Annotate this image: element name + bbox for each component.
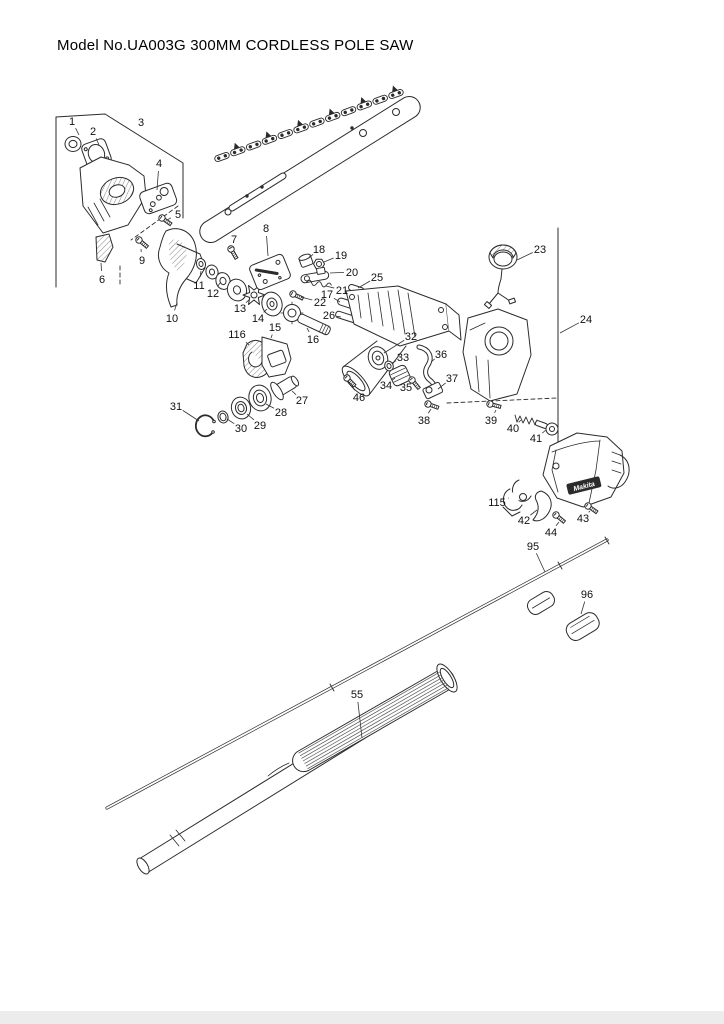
- screw-icon: [485, 399, 502, 411]
- guide-bar: [199, 95, 421, 244]
- saw-chain: [214, 85, 404, 162]
- part-callout-55: 55: [351, 689, 363, 701]
- part-callout-8: 8: [263, 223, 269, 235]
- part-24-bracket-housing: [462, 308, 532, 402]
- part-27-bushing: [270, 375, 300, 401]
- part-callout-46: 46: [353, 392, 365, 404]
- part-callout-3: 3: [138, 117, 144, 129]
- part-callout-7: 7: [231, 234, 237, 246]
- part-36-tube: [416, 344, 441, 392]
- part-callout-37: 37: [446, 373, 458, 385]
- part-3-sprocket-cover: [79, 156, 147, 234]
- part-callout-21: 21: [336, 285, 348, 297]
- part-callout-96: 96: [581, 589, 593, 601]
- part-callout-34: 34: [380, 380, 392, 392]
- part-18-cap: [298, 253, 314, 268]
- part-callout-26: 26: [323, 310, 335, 322]
- page-bottom-margin: [0, 1011, 724, 1024]
- part-31-snap-ring: [194, 414, 216, 438]
- page-title: Model No.UA003G 300MM CORDLESS POLE SAW: [57, 37, 414, 54]
- part-callout-20: 20: [346, 267, 358, 279]
- part-callout-23: 23: [534, 244, 546, 256]
- part-4-gasket: [139, 182, 178, 215]
- part-callout-31: 31: [170, 401, 182, 413]
- part-callout-115: 115: [488, 497, 506, 509]
- part-callout-40: 40: [507, 423, 519, 435]
- part-callout-28: 28: [275, 407, 287, 419]
- part-115-clamp: [502, 479, 532, 517]
- part-callout-13: 13: [234, 303, 246, 315]
- part-callout-116: 116: [228, 329, 246, 341]
- part-95-rod: [105, 536, 610, 810]
- part-12-washers: [205, 264, 248, 302]
- part-30-ring: [217, 410, 229, 424]
- part-32-flange: [367, 346, 389, 370]
- part-callout-29: 29: [254, 420, 266, 432]
- part-callout-38: 38: [418, 415, 430, 427]
- part-11-nut: [195, 258, 207, 270]
- part-40-spring: [514, 414, 538, 426]
- part-callout-12: 12: [207, 288, 219, 300]
- part-19-nut: [313, 258, 325, 270]
- screw-icon: [423, 399, 440, 412]
- screw-icon: [133, 234, 150, 251]
- part-42-lever: [532, 490, 552, 522]
- part-21-spring: [305, 279, 332, 288]
- part-34-drum: [388, 364, 411, 387]
- part-14-washer: [261, 291, 283, 317]
- part-28-bearing: [248, 384, 272, 412]
- part-callout-39: 39: [485, 415, 497, 427]
- part-callout-36: 36: [435, 349, 447, 361]
- part-callout-24: 24: [580, 314, 592, 326]
- dashed-guide-lines: [119, 205, 558, 404]
- part-callout-43: 43: [577, 513, 589, 525]
- part-41-link: [534, 420, 559, 436]
- part-1-cap: [64, 136, 82, 152]
- part-callout-19: 19: [335, 250, 347, 262]
- part-callout-4: 4: [156, 158, 162, 170]
- part-callout-18: 18: [313, 244, 325, 256]
- part-callout-10: 10: [166, 313, 178, 325]
- part-23-cap: [483, 244, 518, 309]
- part-callout-11: 11: [193, 280, 204, 292]
- part-29-bearing: [230, 396, 252, 420]
- part-callout-44: 44: [545, 527, 557, 539]
- part-20-lever: [300, 266, 330, 284]
- part-10-guard: [157, 228, 206, 308]
- part-callout-22: 22: [314, 297, 326, 309]
- part-37-fitting: [422, 381, 444, 400]
- part-callout-2: 2: [90, 126, 96, 138]
- part-callout-15: 15: [269, 322, 281, 334]
- part-callout-41: 41: [530, 433, 542, 445]
- part-callout-9: 9: [139, 255, 145, 267]
- gear-housing: [341, 285, 462, 397]
- part-6-lever: [95, 233, 114, 263]
- part-callout-30: 30: [235, 423, 247, 435]
- part-callout-27: 27: [296, 395, 308, 407]
- part-15-bracket: [261, 336, 292, 378]
- part-callout-33: 33: [397, 352, 409, 364]
- grip-ribs: [298, 671, 449, 770]
- part-callout-1: 1: [69, 116, 75, 128]
- part-callout-35: 35: [400, 382, 412, 394]
- part-callout-25: 25: [371, 272, 383, 284]
- part-callout-95: 95: [527, 541, 539, 553]
- part-callout-32: 32: [405, 331, 417, 343]
- screw-icon: [288, 289, 305, 303]
- motor-housing: Makita: [542, 432, 630, 508]
- part-callout-16: 16: [307, 334, 319, 346]
- part-callout-14: 14: [252, 313, 264, 325]
- part-callout-5: 5: [175, 209, 181, 221]
- part-96-sleeves: [526, 591, 600, 641]
- part-8-plate: [249, 253, 291, 291]
- part-callout-17: 17: [321, 289, 333, 301]
- enclosure-box: [55, 113, 184, 288]
- part-callout-42: 42: [518, 515, 530, 527]
- part-16-spindle: [280, 301, 331, 336]
- part-callout-6: 6: [99, 274, 105, 286]
